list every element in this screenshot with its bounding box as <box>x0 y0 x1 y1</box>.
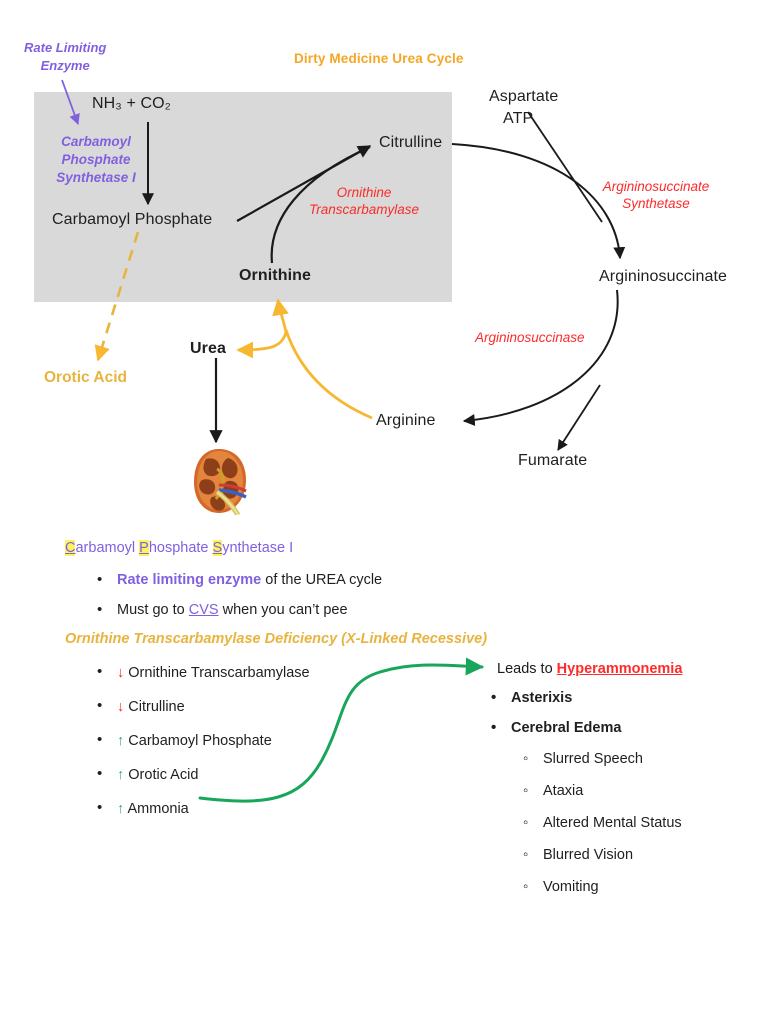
node-ornithine: Ornithine <box>239 267 312 284</box>
aspartate-atp-input-line <box>527 111 603 223</box>
enzyme-otc-line-1: Ornithine <box>336 185 392 200</box>
branch-to-ornithine-yellow-arrow <box>272 298 289 333</box>
enzyme-otc-line-2: Transcarbamylase <box>308 202 420 217</box>
argininosuccinate-to-fumarate-arrow <box>557 384 601 451</box>
otc-finding-2-label: Citrulline <box>128 699 185 715</box>
cps1-bullet-2-post: when you can’t pee <box>218 602 348 618</box>
node-arginine: Arginine <box>376 412 436 429</box>
enzyme-cps1-line-3: Synthetase I <box>56 170 136 185</box>
list-item: Vomiting <box>521 878 682 895</box>
up-arrow-icon: ↑ <box>117 767 125 783</box>
up-arrow-icon: ↑ <box>117 801 125 817</box>
citrulline-to-argininosuccinate-arrow <box>451 143 626 260</box>
down-arrow-icon: ↓ <box>117 665 125 681</box>
slide-title: Dirty Medicine Urea Cycle <box>294 51 464 66</box>
list-item: Rate limiting enzyme of the UREA cycle <box>95 571 383 588</box>
branch-to-urea-yellow-arrow <box>236 331 288 359</box>
node-carbamoyl-phosphate: Carbamoyl Phosphate <box>52 211 213 228</box>
node-urea: Urea <box>190 340 226 357</box>
cps1-heading-c: C <box>65 540 76 556</box>
rate-limiting-line-2: Enzyme <box>40 58 90 73</box>
cps1-heading-t2: hosphate <box>148 540 213 556</box>
argininosuccinate-to-arginine-arrow <box>462 289 619 426</box>
cps1-heading-t1: arbamoyl <box>75 540 140 556</box>
otc-findings-list: ↓ Ornithine Transcarbamylase ↓ Citrullin… <box>95 663 310 834</box>
list-item: Altered Mental Status <box>521 814 682 831</box>
otc-finding-5-label: Ammonia <box>127 801 189 817</box>
leads-to-text: Leads to <box>497 661 557 677</box>
node-ammonia-co2: NH₃ + CO₂ <box>92 95 171 112</box>
cps1-bullet-list: Rate limiting enzyme of the UREA cycle M… <box>95 571 383 632</box>
rate-limiting-line-1: Rate Limiting <box>24 40 107 55</box>
cps1-bullet-1-accent: Rate limiting enzyme <box>117 572 262 588</box>
cps1-heading-t3: ynthetase I <box>222 540 294 556</box>
otc-finding-3-label: Carbamoyl Phosphate <box>128 733 272 749</box>
cps1-bullet-2-cvs: CVS <box>188 602 219 618</box>
cps1-bullet-2-pre: Must go to <box>117 602 189 618</box>
node-orotic-acid: Orotic Acid <box>44 369 127 386</box>
list-item: Asterixis <box>489 689 621 706</box>
otc-finding-1-label: Ornithine Transcarbamylase <box>128 665 310 681</box>
list-item: ↑ Ammonia <box>95 799 310 818</box>
node-fumarate: Fumarate <box>518 452 588 469</box>
node-citrulline: Citrulline <box>379 134 443 151</box>
cps1-bullet-1-rest: of the UREA cycle <box>261 572 383 588</box>
otc-deficiency-heading: Ornithine Transcarbamylase Deficiency (X… <box>65 631 488 647</box>
list-item: ↓ Ornithine Transcarbamylase <box>95 663 310 682</box>
arginine-to-branch-yellow-curve <box>284 329 373 420</box>
hyperammonemia-term: Hyperammonemia <box>556 661 683 677</box>
list-item: ↑ Orotic Acid <box>95 765 310 784</box>
list-item: ↑ Carbamoyl Phosphate <box>95 731 310 750</box>
kidney-icon <box>186 447 252 517</box>
list-item: ↓ Citrulline <box>95 697 310 716</box>
enzyme-argininosuccinate-synthetase-label: Argininosuccinate Synthetase <box>596 178 716 212</box>
hyperammonemia-lead: Leads to Hyperammonemia <box>497 660 682 678</box>
list-item: Ataxia <box>521 782 682 799</box>
cerebral-edema-symptom-list: Slurred Speech Ataxia Altered Mental Sta… <box>521 750 682 911</box>
enzyme-argininosuccinase-label: Argininosuccinase <box>475 330 585 345</box>
rate-limiting-enzyme-label: Rate Limiting Enzyme <box>24 39 106 75</box>
list-item: Blurred Vision <box>521 846 682 863</box>
cps1-heading-s: S <box>212 540 223 556</box>
hyperammonemia-primary-list: Asterixis Cerebral Edema <box>489 689 621 750</box>
enzyme-ass-line-1: Argininosuccinate <box>602 179 710 194</box>
list-item: Must go to CVS when you can’t pee <box>95 601 382 618</box>
up-arrow-icon: ↑ <box>117 733 125 749</box>
enzyme-ass-line-2: Synthetase <box>622 196 690 211</box>
node-aspartate: Aspartate <box>489 88 559 105</box>
node-atp: ATP <box>503 110 534 127</box>
list-item: Slurred Speech <box>521 750 682 767</box>
down-arrow-icon: ↓ <box>117 699 125 715</box>
cps1-heading-p: P <box>139 540 149 556</box>
cps1-heading: Carbamoyl Phosphate Synthetase I <box>65 540 293 556</box>
list-item: Cerebral Edema <box>489 719 621 736</box>
node-argininosuccinate: Argininosuccinate <box>599 268 727 285</box>
enzyme-otc-label: Ornithine Transcarbamylase <box>306 184 422 218</box>
enzyme-cps1-label: Carbamoyl Phosphate Synthetase I <box>50 133 142 187</box>
enzyme-cps1-line-2: Phosphate <box>61 152 131 167</box>
enzyme-cps1-line-1: Carbamoyl <box>61 134 131 149</box>
otc-finding-4-label: Orotic Acid <box>128 767 199 783</box>
